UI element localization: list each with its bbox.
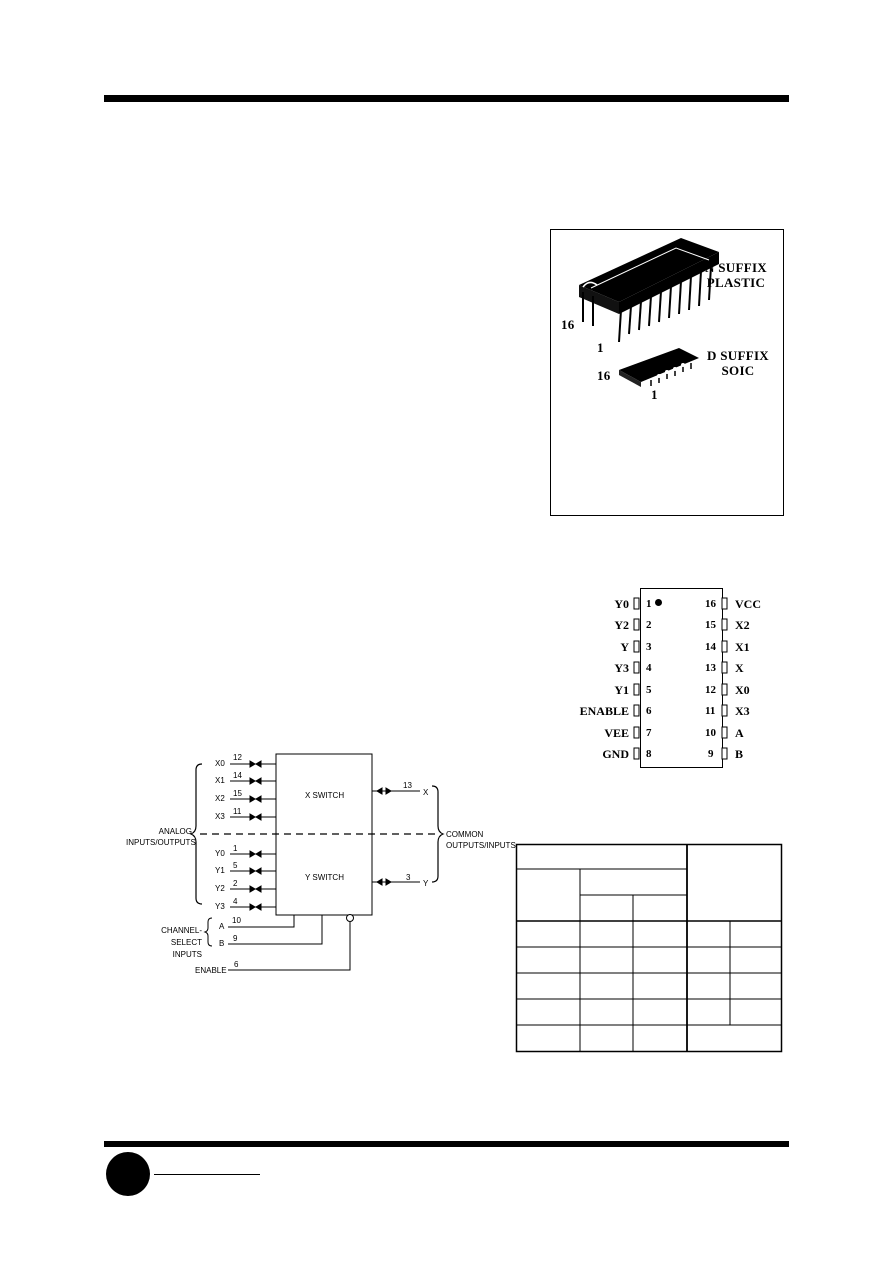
pinout-body bbox=[640, 588, 723, 768]
d-suffix-label: D SUFFIX SOIC bbox=[703, 348, 773, 378]
block-diagram bbox=[189, 753, 445, 971]
sel-b-pin: 9 bbox=[233, 934, 238, 943]
pin-right-number: 10 bbox=[705, 727, 716, 739]
pin-left-number: 7 bbox=[646, 727, 652, 739]
pin-left-label: ENABLE bbox=[579, 704, 629, 718]
x3-label: X3 bbox=[215, 812, 225, 821]
n-pin16-label: 16 bbox=[561, 317, 575, 332]
pin-left-number: 3 bbox=[646, 641, 652, 653]
analog-line2: INPUTS/OUTPUTS bbox=[126, 838, 196, 847]
pin-right-label: X1 bbox=[735, 640, 750, 654]
package-box: N SUFFIX PLASTIC 16 1 D SUFFIX SOIC 16 1 bbox=[550, 229, 784, 516]
common-label: COMMON OUTPUTS/INPUTS bbox=[446, 829, 516, 851]
x0-pin: 12 bbox=[233, 753, 242, 762]
pin-left-label: Y1 bbox=[614, 683, 629, 697]
enable-label: ENABLE bbox=[195, 966, 227, 975]
y3-label: Y3 bbox=[215, 902, 225, 911]
pin-left-label: Y2 bbox=[614, 618, 629, 632]
n-pin1-label: 1 bbox=[597, 340, 604, 355]
d-pin16-label: 16 bbox=[597, 368, 611, 383]
y2-pin: 2 bbox=[233, 879, 238, 888]
d-suffix-line1: D SUFFIX bbox=[707, 348, 769, 363]
chsel-line2: INPUTS bbox=[172, 950, 202, 959]
y0-pin: 1 bbox=[233, 844, 238, 853]
y-switch-label: Y SWITCH bbox=[305, 873, 344, 882]
pin-left-number: 1 bbox=[646, 598, 652, 610]
common-line1: COMMON bbox=[446, 830, 484, 839]
pin-left-label: Y bbox=[620, 640, 629, 654]
pin1-dot bbox=[655, 599, 662, 606]
common-line2: OUTPUTS/INPUTS bbox=[446, 841, 516, 850]
pin-right-label: VCC bbox=[735, 597, 761, 611]
analog-line1: ANALOG bbox=[158, 827, 192, 836]
d-pin1-label: 1 bbox=[651, 387, 658, 402]
x2-label: X2 bbox=[215, 794, 225, 803]
pin-right-label: X0 bbox=[735, 683, 750, 697]
sel-b-label: B bbox=[219, 939, 225, 948]
y1-pin: 5 bbox=[233, 861, 238, 870]
pin-right-number: 9 bbox=[708, 748, 714, 760]
pin-left-number: 6 bbox=[646, 705, 652, 717]
x0-label: X0 bbox=[215, 759, 225, 768]
dip-package-image bbox=[579, 238, 719, 387]
pin-right-number: 13 bbox=[705, 662, 716, 674]
x1-pin: 14 bbox=[233, 771, 242, 780]
pin-left-number: 4 bbox=[646, 662, 652, 674]
x1-label: X1 bbox=[215, 776, 225, 785]
pin-right-number: 14 bbox=[705, 641, 716, 653]
n-suffix-line1: N SUFFIX bbox=[705, 260, 767, 275]
pin-right-number: 16 bbox=[705, 598, 716, 610]
n-suffix-line2: PLASTIC bbox=[706, 275, 766, 290]
pin-right-label: B bbox=[735, 747, 744, 761]
y3-pin: 4 bbox=[233, 897, 238, 906]
d-suffix-line2: SOIC bbox=[721, 363, 755, 378]
y0-label: Y0 bbox=[215, 849, 225, 858]
x-switch-label: X SWITCH bbox=[305, 791, 345, 800]
logo-circle bbox=[106, 1152, 150, 1196]
enable-pin: 6 bbox=[234, 960, 239, 969]
bottom-rule bbox=[104, 1141, 789, 1147]
x3-pin: 11 bbox=[233, 807, 242, 816]
footer-underline bbox=[154, 1174, 260, 1175]
x2-pin: 15 bbox=[233, 789, 242, 798]
pin-left-number: 2 bbox=[646, 619, 652, 631]
sel-a-pin: 10 bbox=[232, 916, 241, 925]
x-out-pin: 13 bbox=[403, 781, 412, 790]
pin-right-label: A bbox=[735, 726, 744, 740]
y-out-label: Y bbox=[423, 879, 429, 888]
sel-a-label: A bbox=[219, 922, 225, 931]
function-table bbox=[515, 843, 783, 1053]
y-out-pin: 3 bbox=[406, 873, 411, 882]
pin-left-number: 8 bbox=[646, 748, 652, 760]
n-suffix-label: N SUFFIX PLASTIC bbox=[701, 260, 771, 290]
pin-right-label: X3 bbox=[735, 704, 750, 718]
pin-left-number: 5 bbox=[646, 684, 652, 696]
top-rule bbox=[104, 95, 789, 102]
y1-label: Y1 bbox=[215, 866, 225, 875]
channel-select-label: CHANNEL-SELECT INPUTS bbox=[132, 925, 202, 961]
chsel-line1: CHANNEL-SELECT bbox=[161, 926, 202, 947]
pin-right-number: 11 bbox=[705, 705, 716, 717]
pin-right-number: 15 bbox=[705, 619, 716, 631]
pin-left-label: VEE bbox=[604, 726, 629, 740]
pin-left-label: Y3 bbox=[614, 661, 629, 675]
pin-right-label: X bbox=[735, 661, 744, 675]
pin-right-label: X2 bbox=[735, 618, 750, 632]
x-out-label: X bbox=[423, 788, 429, 797]
pin-left-label: GND bbox=[602, 747, 629, 761]
pin-left-label: Y0 bbox=[614, 597, 629, 611]
pin-right-number: 12 bbox=[705, 684, 716, 696]
analog-label: ANALOG INPUTS/OUTPUTS bbox=[126, 826, 196, 848]
y2-label: Y2 bbox=[215, 884, 225, 893]
